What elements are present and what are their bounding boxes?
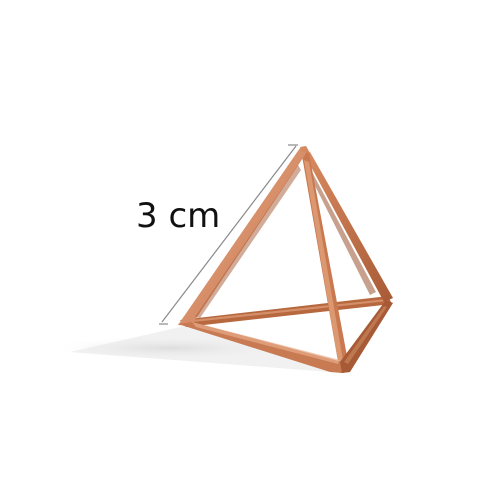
pyramid-front-edge (301, 150, 350, 373)
dimension-label: 3 cm (136, 196, 221, 236)
floor-shadow-inner (70, 326, 330, 372)
pyramid-front-left-base-edge (178, 322, 342, 373)
dimension-line (159, 144, 298, 325)
pyramid-left-edge (178, 148, 307, 326)
pyramid-apex (300, 146, 310, 153)
pyramid-right-edge (302, 150, 393, 302)
pyramid-front-right-base-edge (340, 300, 393, 373)
